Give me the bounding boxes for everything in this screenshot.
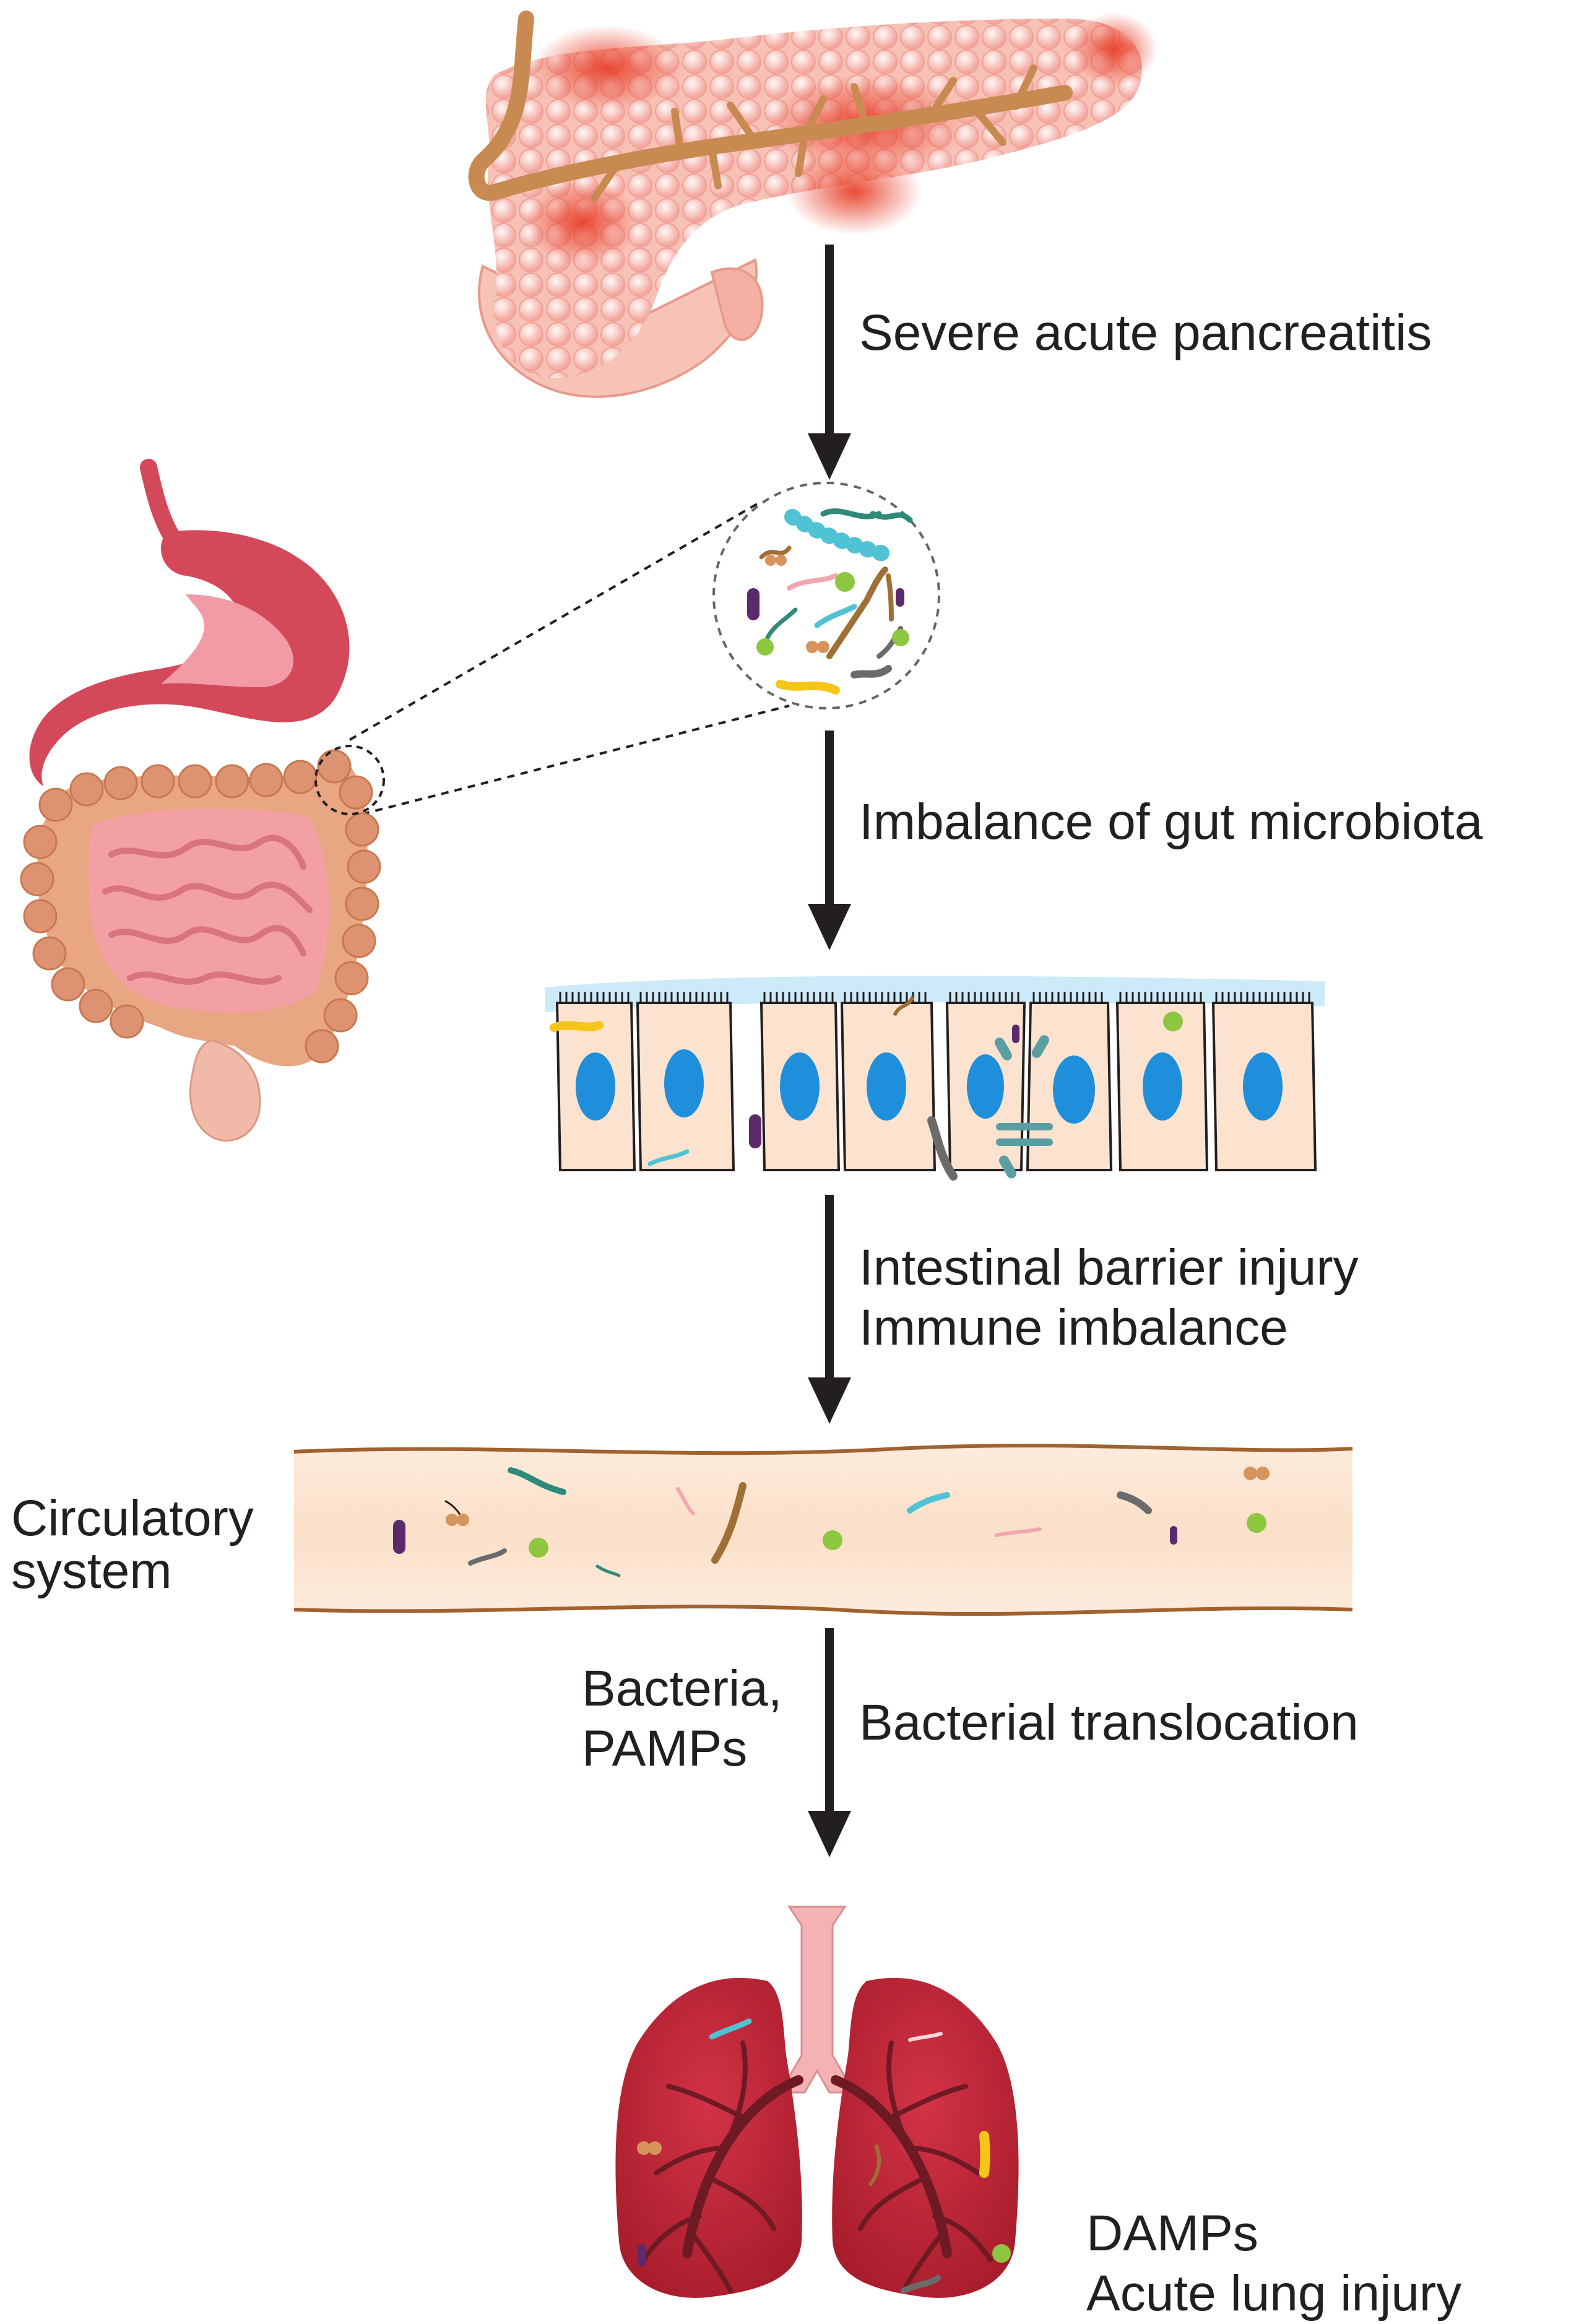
- pancreas-illustration: [468, 11, 1158, 398]
- mucus-layer: [545, 976, 1325, 1012]
- lungs-illustration: [615, 1906, 1019, 2298]
- label-damps-lung-injury: DAMPs Acute lung injury: [1086, 2204, 1461, 2324]
- pancreatic-duct: [468, 11, 1073, 201]
- label-acute-lung-injury: Acute lung injury: [1086, 2265, 1462, 2322]
- label-system: system: [11, 1542, 172, 1599]
- label-bacteria: Bacteria,: [582, 1660, 782, 1717]
- blood-vessel: [293, 1444, 1353, 1616]
- label-intestinal-barrier-injury: Intestinal barrier injury: [859, 1239, 1359, 1296]
- label-severe-acute-pancreatitis: Severe acute pancreatitis: [859, 305, 1432, 361]
- digestive-tract-illustration: [20, 459, 385, 1142]
- flow-arrows: [808, 245, 851, 1857]
- small-intestine: [88, 809, 329, 1013]
- label-imbalance-gut-microbiota: Imbalance of gut microbiota: [859, 794, 1483, 850]
- label-circulatory: Circulatory: [11, 1490, 254, 1546]
- rectum: [189, 1039, 261, 1142]
- label-immune-imbalance: Immune imbalance: [859, 1299, 1288, 1356]
- trachea: [778, 1906, 856, 2094]
- label-pamps: PAMPs: [582, 1720, 748, 1777]
- left-lung: [615, 1977, 802, 2298]
- microbiota-zoom-circle: [348, 482, 940, 815]
- right-lung: [832, 1977, 1019, 2298]
- label-circulatory-system: Circulatory system: [11, 1489, 254, 1602]
- label-bacteria-pamps: Bacteria, PAMPs: [582, 1659, 782, 1779]
- label-barrier-immune: Intestinal barrier injury Immune imbalan…: [859, 1238, 1359, 1358]
- label-bacterial-translocation: Bacterial translocation: [859, 1694, 1359, 1751]
- intestinal-epithelium: [545, 976, 1325, 1181]
- stomach: [29, 530, 350, 786]
- label-damps: DAMPs: [1086, 2205, 1258, 2261]
- esophagus: [140, 459, 182, 547]
